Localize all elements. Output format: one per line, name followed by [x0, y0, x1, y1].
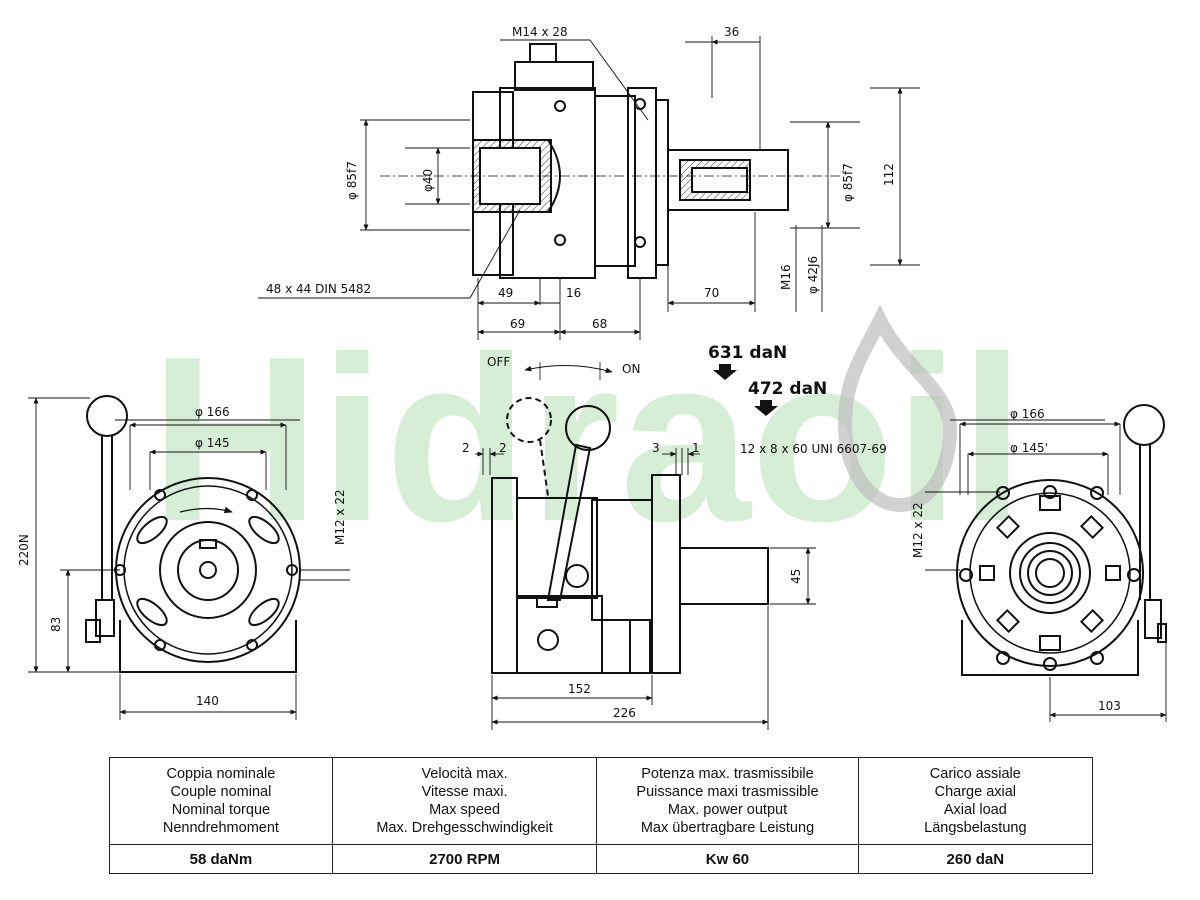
spec-table: Coppia nominale Couple nominal Nominal t… [109, 757, 1094, 874]
spec-header-torque: Coppia nominale Couple nominal Nominal t… [109, 757, 333, 845]
header-line: Velocità max. [421, 766, 508, 782]
dim-220n: 220N [17, 534, 31, 566]
dim-83: 83 [49, 617, 63, 632]
load-631: 631 daN [708, 343, 787, 363]
value-torque: 58 daNm [109, 844, 333, 874]
spec-header-row: Coppia nominale Couple nominal Nominal t… [109, 757, 1094, 845]
header-line: Max übertragbare Leistung [640, 820, 815, 836]
load-472: 472 daN [748, 379, 827, 399]
thread-label: M14 x 28 [512, 25, 568, 39]
header-line: Couple nominal [170, 784, 272, 800]
dim-112: 112 [882, 163, 896, 186]
header-line: Max. power output [667, 802, 788, 818]
header-line: Carico assiale [929, 766, 1021, 782]
top-view-labels: M14 x 28 36 φ 85f7 φ40 φ 85f7 112 48 x 4… [266, 25, 896, 331]
value-power: Kw 60 [596, 844, 859, 874]
dia-166-right: φ 166 [1010, 407, 1045, 421]
spec-header-axial-load: Carico assiale Charge axial Axial load L… [857, 757, 1094, 845]
dim-3: 3 [652, 441, 660, 455]
load-indicators: 631 daN 472 daN [708, 343, 827, 416]
spec-value-row: 58 daNm 2700 RPM Kw 60 260 daN [109, 844, 1094, 874]
dim-36: 36 [724, 25, 739, 39]
left-view-labels: φ 166 φ 145 M12 x 22 220N 83 140 [17, 405, 347, 708]
dim-152: 152 [568, 682, 591, 696]
header-line: Potenza max. trasmissibile [641, 766, 814, 782]
dia-145-right: φ 145' [1010, 441, 1048, 455]
left-end-view [28, 395, 350, 720]
dia-85f7-left: φ 85f7 [345, 161, 359, 200]
off-label: OFF [487, 355, 510, 369]
dim-16: 16 [566, 286, 581, 300]
technical-drawing: Hidraoil [17, 25, 1167, 730]
header-line: Charge axial [934, 784, 1017, 800]
header-line: Max. Drehgesschwindigkeit [376, 820, 553, 836]
header-line: Axial load [943, 802, 1007, 818]
right-view-labels: φ 166 φ 145' M12 x 22 103 [911, 407, 1121, 713]
dim-226: 226 [613, 706, 636, 720]
thread-m12-right: M12 x 22 [911, 502, 925, 558]
header-line: Vitesse maxi. [421, 784, 508, 800]
dim-1: 1 [692, 441, 700, 455]
watermark: Hidraoil [150, 304, 1025, 570]
dim-70: 70 [704, 286, 719, 300]
header-line: Coppia nominale [166, 766, 276, 782]
side-view-labels: OFF ON 2 2 3 1 12 x 8 x 60 UNI 6607-69 4… [462, 355, 887, 720]
spec-header-power: Potenza max. trasmissibile Puissance max… [596, 757, 859, 845]
value-axial-load: 260 daN [857, 844, 1094, 874]
dia-42j6: φ 42J6 [806, 256, 820, 294]
side-view [475, 362, 816, 730]
dia-145-left: φ 145 [195, 436, 230, 450]
thread-m12-left: M12 x 22 [333, 489, 347, 545]
dim-69: 69 [510, 317, 525, 331]
dim-49: 49 [498, 286, 513, 300]
dim-45: 45 [789, 569, 803, 584]
header-line: Längsbelastung [924, 820, 1027, 836]
top-view [258, 36, 920, 340]
dia-85f7-right: φ 85f7 [841, 163, 855, 202]
m16-label: M16 [779, 264, 793, 290]
dia-40: φ40 [421, 169, 435, 192]
header-line: Max speed [429, 802, 501, 818]
svg-text:Hidraoil: Hidraoil [150, 307, 1025, 570]
spec-header-speed: Velocità max. Vitesse maxi. Max speed Ma… [331, 757, 598, 845]
dia-166-left: φ 166 [195, 405, 230, 419]
value-speed: 2700 RPM [331, 844, 598, 874]
on-label: ON [622, 362, 640, 376]
header-line: Nominal torque [171, 802, 271, 818]
header-line: Nenndrehmoment [162, 820, 279, 836]
down-arrow-icon [713, 364, 737, 380]
dim-140: 140 [196, 694, 219, 708]
spline-label: 48 x 44 DIN 5482 [266, 282, 371, 296]
dim-103: 103 [1098, 699, 1121, 713]
down-arrow-icon [754, 400, 778, 416]
dim-2a: 2 [462, 441, 470, 455]
key-label: 12 x 8 x 60 UNI 6607-69 [740, 442, 887, 456]
header-line: Puissance maxi trasmissible [636, 784, 819, 800]
dim-68: 68 [592, 317, 607, 331]
dim-2b: 2 [499, 441, 507, 455]
right-end-view [925, 404, 1167, 722]
